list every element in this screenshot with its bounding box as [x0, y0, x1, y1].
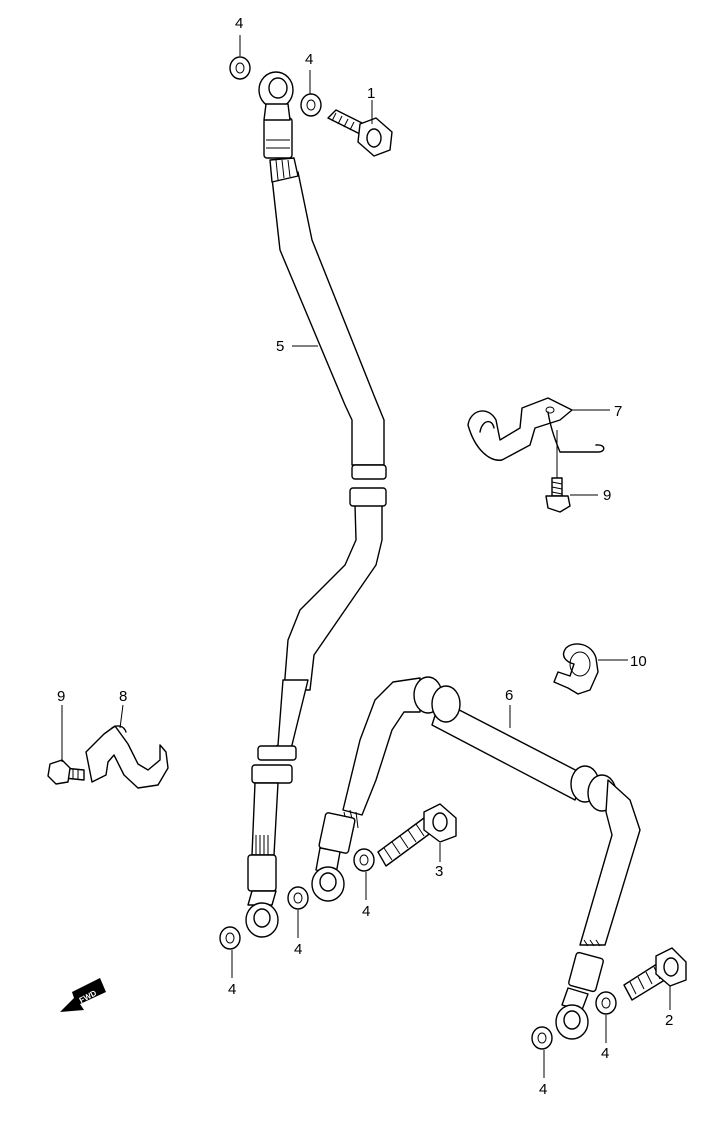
lower-brake-hose	[311, 676, 641, 1040]
callout-10: 10	[630, 653, 647, 670]
forward-arrow-icon: FWD	[60, 978, 106, 1012]
leader-lines	[61, 35, 671, 1078]
callout-9-left: 9	[57, 688, 65, 705]
callout-4-top: 4	[305, 51, 313, 68]
union-bolt-2	[623, 947, 687, 1001]
union-bolt-1	[327, 109, 393, 157]
callout-3: 3	[435, 863, 443, 880]
callout-4-lower: 4	[294, 941, 302, 958]
callout-5: 5	[276, 338, 284, 355]
callout-1: 1	[367, 85, 375, 102]
hose-clamp-7	[467, 397, 605, 461]
callout-labels: 4 4 1 5 7 9 10 6 9 8 3 4 4 4 2 4 4	[57, 15, 673, 1098]
washers	[219, 56, 617, 1050]
hose-clip-10	[553, 643, 599, 695]
flange-bolt-9-left	[47, 759, 85, 785]
callout-4-top-left: 4	[235, 15, 243, 32]
callout-8: 8	[119, 688, 127, 705]
callout-4-mid: 4	[362, 903, 370, 920]
flange-bolt-9-right	[545, 477, 571, 513]
callout-4-bottom-left: 4	[228, 981, 236, 998]
callout-4-right: 4	[601, 1045, 609, 1062]
upper-brake-hose	[245, 71, 387, 938]
callout-4-bottom: 4	[539, 1081, 547, 1098]
callout-7: 7	[614, 403, 622, 420]
callout-9-right: 9	[603, 487, 611, 504]
callout-2: 2	[665, 1012, 673, 1029]
callout-6: 6	[505, 687, 513, 704]
hose-clamp-8	[85, 725, 169, 789]
union-bolt-3	[377, 803, 457, 867]
